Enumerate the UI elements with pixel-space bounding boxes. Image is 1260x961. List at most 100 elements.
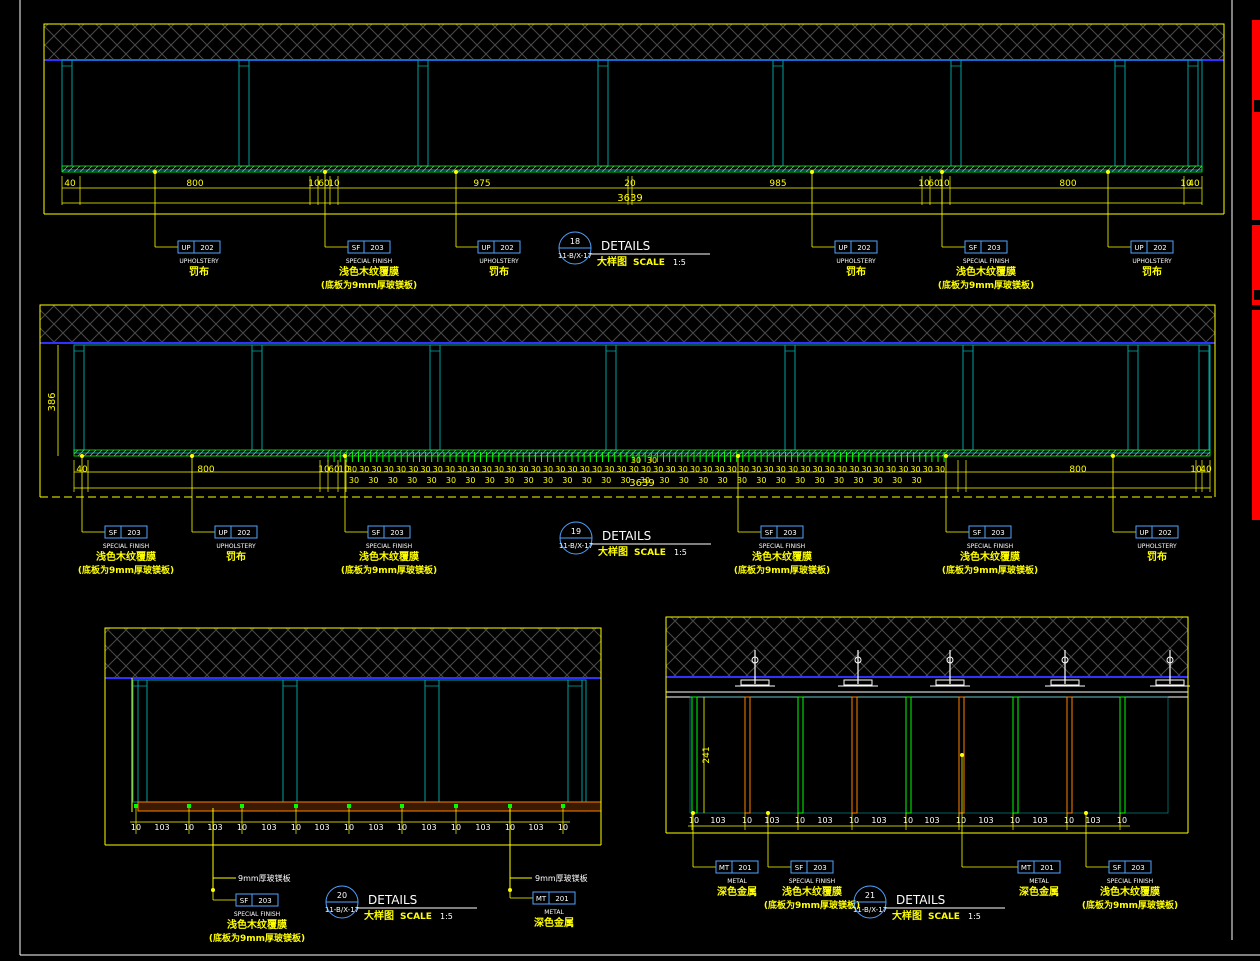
dim-label: 10 — [308, 179, 320, 189]
dim-label-30: 30 — [874, 465, 884, 474]
dim-label: 800 — [1059, 179, 1076, 189]
dim-label-30: 30 — [776, 465, 786, 474]
hanger-nut — [946, 656, 954, 664]
dim-label: 103 — [528, 823, 543, 832]
total-dimension: 3639 — [617, 193, 642, 204]
dim-label-30: 30 — [543, 465, 553, 474]
details-label: DETAILS — [368, 893, 417, 907]
tag-number: 203 — [390, 529, 403, 537]
dim-label-30: 30 — [445, 465, 455, 474]
tag-box — [235, 893, 279, 907]
dim-label-30: 30 — [812, 465, 822, 474]
callout-cn2: (底板为9mm厚玻镁板) — [341, 564, 437, 576]
panel-post — [772, 59, 784, 167]
tag-box — [1135, 525, 1179, 539]
fastener — [347, 804, 351, 808]
leader-dot — [691, 811, 695, 815]
wood-strip — [61, 165, 1203, 173]
dim-label-30: 30 — [873, 476, 883, 485]
callout-en: SPECIAL FINISH — [1107, 878, 1153, 885]
dim-label-30: 30 — [629, 465, 639, 474]
dim-label-30: 30 — [482, 465, 492, 474]
detail-cn-label: 大样图 — [598, 545, 628, 558]
dim-label-30: 30 — [702, 465, 712, 474]
dim-label: 800 — [197, 465, 214, 475]
tag-number: 203 — [813, 864, 826, 872]
dim-label-30: 30 — [935, 465, 945, 474]
dim-label-30: 30 — [678, 465, 688, 474]
dim-label-30: 30 — [776, 476, 786, 485]
dim-label-30: 30 — [718, 476, 728, 485]
dim-label: 800 — [1069, 465, 1086, 475]
dim-label-30: 30 — [347, 465, 357, 474]
leader-dot — [736, 454, 740, 458]
dim-label-30: 30 — [601, 476, 611, 485]
dim-label: 10 — [938, 179, 950, 189]
hanger-nut — [1166, 656, 1174, 664]
tag-number: 203 — [1131, 864, 1144, 872]
tag-code: MT — [719, 864, 730, 872]
dim-label-30: 30 — [739, 465, 749, 474]
dim-label: 10 — [956, 816, 966, 825]
tag-number: 203 — [987, 244, 1000, 252]
ceiling-hatch — [39, 304, 1216, 344]
dim-label-30: 30 — [800, 465, 810, 474]
dim-label: 10 — [849, 816, 859, 825]
detail-number: 18 — [570, 237, 580, 246]
dim-label: 103 — [871, 816, 886, 825]
dim-label: 103 — [764, 816, 779, 825]
tag-number: 203 — [370, 244, 383, 252]
tag-number: 202 — [1158, 529, 1171, 537]
callout-cn: 浅色木纹覆膜 — [1100, 885, 1160, 898]
dim-label-30: 30 — [582, 476, 592, 485]
dim-label: 40 — [64, 179, 76, 189]
panel-post — [784, 344, 796, 451]
panel-post — [132, 679, 148, 803]
dim-label-30: 30 — [427, 476, 437, 485]
dim-label: 10 — [1117, 816, 1127, 825]
dim-label-30: 30 — [384, 465, 394, 474]
panel-post — [61, 59, 73, 167]
dim-label: 985 — [769, 179, 786, 189]
title-block-marks — [1252, 20, 1260, 520]
dim-label-30: 30 — [853, 476, 863, 485]
dim-label-30: 30 — [506, 465, 516, 474]
scale-label: SCALE — [928, 912, 960, 922]
dim-label-30: 30 — [898, 465, 908, 474]
scale-ratio: 1:5 — [440, 912, 453, 921]
callout-en: SPECIAL FINISH — [346, 258, 392, 265]
ceiling-hatch — [43, 23, 1225, 61]
tag-code: SF — [109, 529, 117, 537]
panel-post — [597, 59, 609, 167]
dim-label-30: 30 — [912, 476, 922, 485]
dim-label-30: 30 — [407, 476, 417, 485]
total-dimension: 3639 — [629, 478, 654, 489]
wood-strip — [73, 449, 1211, 457]
dim-label: 103 — [1032, 816, 1047, 825]
dim-label-30: 30 — [616, 465, 626, 474]
callout-en: SPECIAL FINISH — [789, 878, 835, 885]
fastener — [294, 804, 298, 808]
tag-box — [477, 240, 521, 254]
vertical-fins — [691, 696, 1126, 814]
dim-label: 800 — [186, 179, 203, 189]
tag-box — [1017, 860, 1061, 874]
callout-cn: 罚布 — [846, 265, 866, 278]
tag-code: SF — [969, 244, 977, 252]
dim-label: 103 — [817, 816, 832, 825]
dim-label-30: 30 — [727, 465, 737, 474]
panel-post — [605, 344, 617, 451]
leaders — [212, 808, 532, 890]
dim-label-30: 30 — [698, 476, 708, 485]
fin — [797, 696, 804, 814]
fastener — [187, 804, 191, 808]
tag-box — [964, 240, 1008, 254]
tag-code: SF — [795, 864, 803, 872]
dim-label: 40 — [1200, 465, 1212, 475]
